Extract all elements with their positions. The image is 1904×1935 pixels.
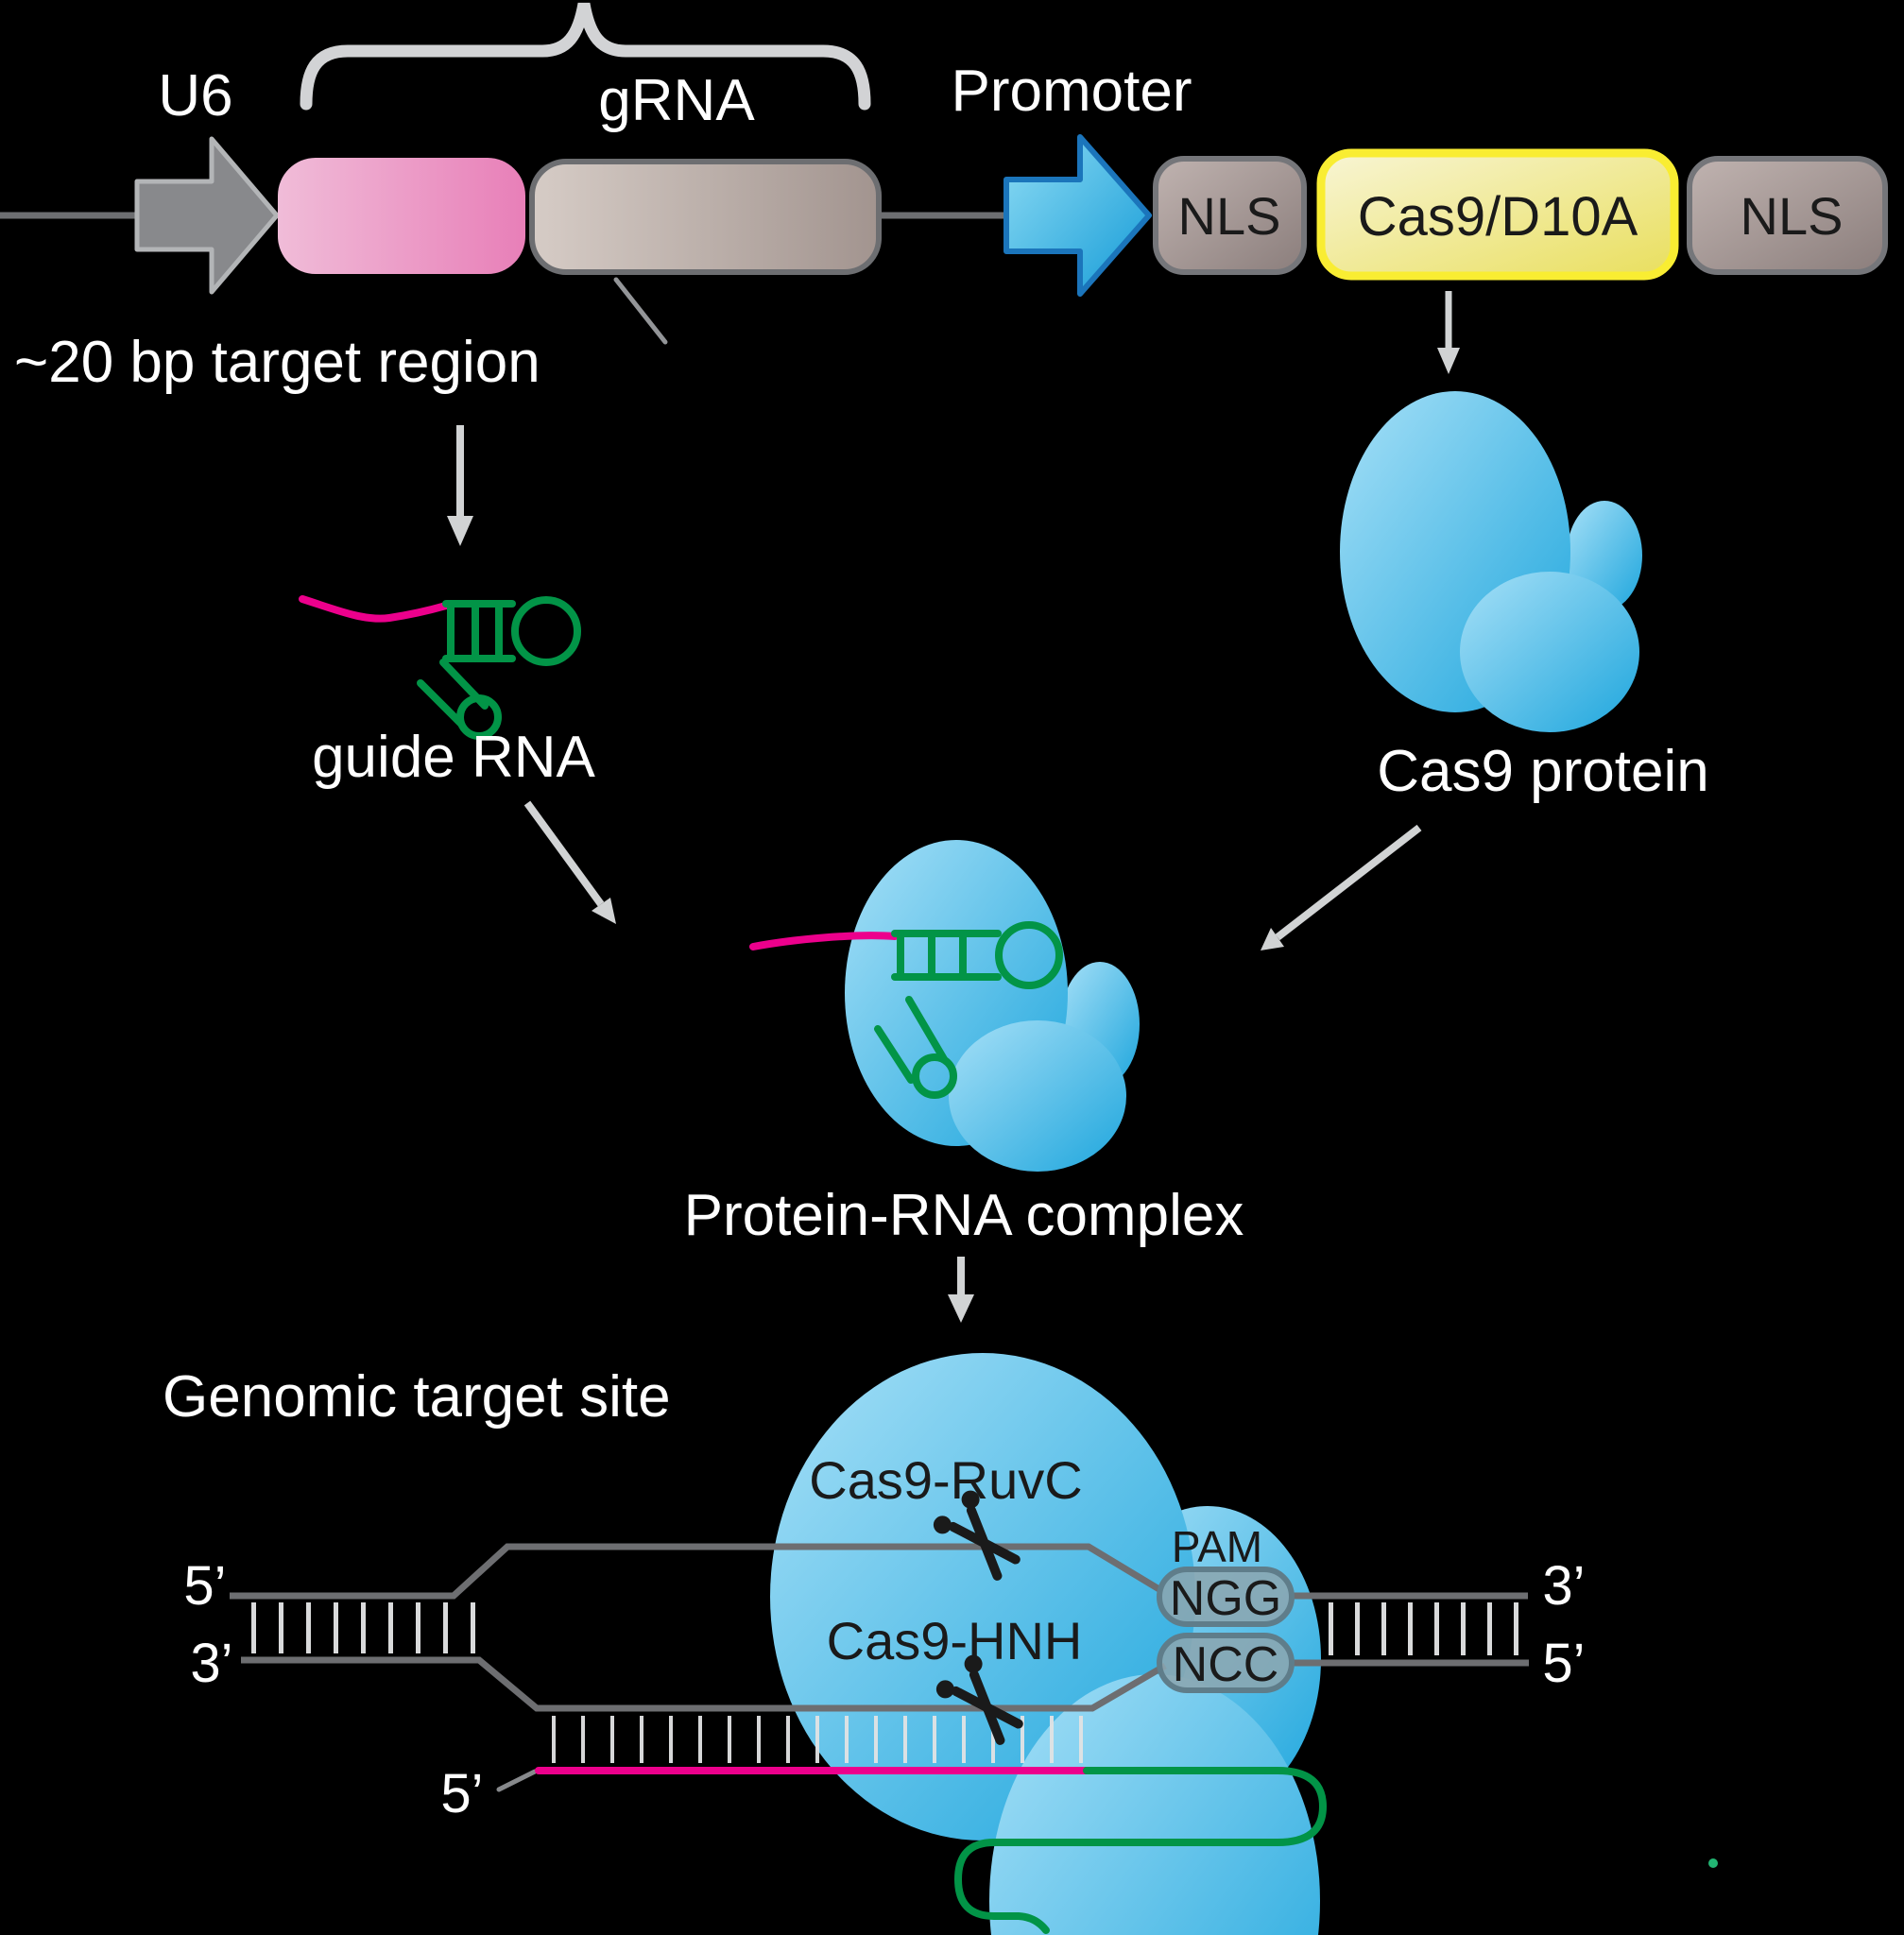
grna-5prime-leader [496,1769,538,1792]
arrow-head-icon [592,898,616,924]
target-spacer-box [278,158,525,274]
left-5prime-label: 5’ [183,1555,226,1617]
complex-lobe-bottom [949,1020,1126,1172]
ruvc-label: Cas9-RuvC [809,1450,1082,1510]
expression-construct [0,2,1888,374]
hnh-label: Cas9-HNH [827,1611,1083,1670]
nls-right-label: NLS [1741,186,1844,246]
genome-cas9-lobe-bottom [989,1674,1320,1935]
pam-ngg-box [1157,1567,1295,1627]
flow-arrow-cas9-to-complex [1261,824,1422,950]
green-speck [1708,1858,1718,1868]
genomic-site-title: Genomic target site [163,1364,671,1430]
cas9-lobe-bottom [1460,572,1639,732]
cas9-protein-label: Cas9 protein [1377,739,1709,804]
hnh-scissors-icon [935,1654,1023,1745]
arrow-head-icon [948,1294,974,1323]
guide-rna-label: guide RNA [312,725,595,790]
cas9-gene-box [1316,148,1679,281]
grna-5prime-label: 5’ [440,1763,483,1824]
complex-label: Protein-RNA complex [684,1183,1244,1248]
dna-top-strand [230,1543,1164,1600]
cas9-protein-blobs [1340,391,1642,732]
u6-promoter-arrow-icon [134,136,280,295]
nls-box-left [1153,156,1307,275]
grna-brace [300,2,871,111]
promoter-arrow-icon [1003,134,1152,297]
labels: U6 gRNA Promoter NLS Cas9/D10A NLS ~20 b… [14,59,1843,1824]
grna-label: gRNA [598,68,755,133]
u6-label: U6 [158,63,232,128]
complex-bound-rna [749,921,1063,1099]
target-region-label: ~20 bp target region [14,330,540,395]
grna-scaffold-box [529,159,882,275]
dna-strands [230,1543,1529,1712]
flow-arrow-to-genome [948,1257,974,1323]
ruvc-scissors-icon [933,1490,1021,1581]
genomic-target-site [230,1353,1718,1935]
nls-left-label: NLS [1178,186,1281,246]
leader-line [613,277,668,345]
pam-ncc-box [1157,1633,1295,1693]
cas9-gene-label: Cas9/D10A [1358,186,1638,248]
grna-spacer-strand [299,595,450,623]
right-5prime-label: 5’ [1542,1633,1585,1694]
dna-bottom-strand [241,1656,1167,1712]
nls-box-right [1687,156,1888,275]
arrow-head-icon [1261,928,1284,950]
flow-arrow-to-guide-rna [447,425,473,546]
grna-scaffold-loop [953,1767,1328,1934]
left-3prime-label: 3’ [190,1633,232,1694]
right-3prime-label: 3’ [1542,1555,1585,1617]
ngg-label: NGG [1170,1571,1281,1626]
arrow-shaft [1275,824,1422,941]
pam-label: PAM [1172,1522,1262,1571]
guide-rna-molecule [299,595,581,740]
grna-scaffold-structure [417,596,581,740]
arrow-shaft [523,800,605,907]
flow-arrow-guide-to-complex [523,800,616,924]
connector-arrowhead-icon [1437,348,1460,374]
protein-rna-complex [749,840,1140,1172]
arrow-head-icon [447,516,473,546]
ncc-label: NCC [1173,1637,1279,1692]
promoter-label: Promoter [952,59,1192,124]
